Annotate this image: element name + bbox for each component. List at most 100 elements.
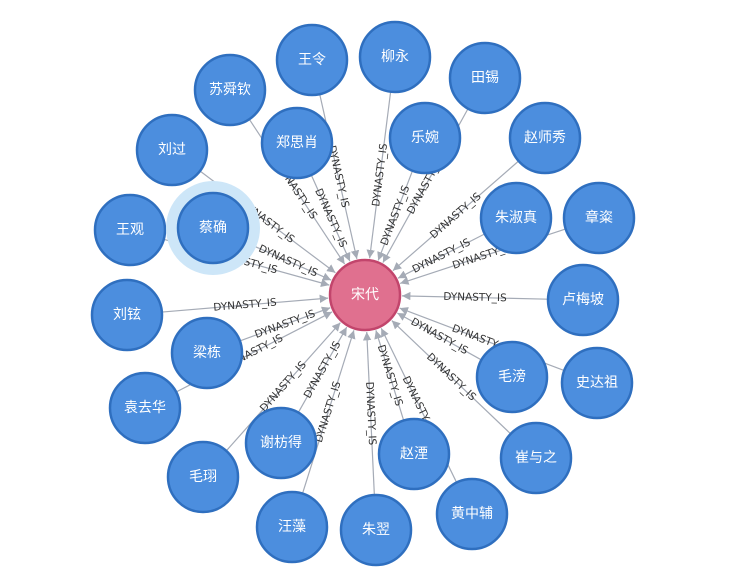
person-node-zhangjie[interactable]: 章粢 — [562, 181, 636, 255]
edge-line[interactable] — [301, 330, 356, 494]
node-label: 毛珝 — [189, 469, 217, 485]
node-label: 田锡 — [471, 70, 499, 86]
node-circle[interactable] — [255, 490, 329, 564]
node-circle[interactable] — [339, 493, 413, 567]
person-node-lumeipo[interactable]: 卢梅坡 — [546, 263, 620, 337]
node-label: 宋代 — [351, 287, 379, 303]
person-node-huangzhongfu[interactable]: 黄中辅 — [435, 477, 509, 551]
node-circle[interactable] — [448, 41, 522, 115]
node-circle[interactable] — [108, 371, 182, 445]
person-node-lewan[interactable]: 乐婉 — [388, 101, 462, 175]
node-circle[interactable] — [358, 20, 432, 94]
node-label: 崔与之 — [515, 450, 557, 466]
node-label: 刘过 — [158, 142, 186, 158]
node-circle[interactable] — [193, 53, 267, 127]
edge-label: DYNASTY_IS — [363, 382, 378, 446]
node-circle[interactable] — [166, 440, 240, 514]
edge-line[interactable] — [297, 326, 348, 413]
person-node-zhushuzhen[interactable]: 朱淑真 — [479, 181, 553, 255]
edge-zhuyi-to-song[interactable]: DYNASTY_IS — [362, 331, 378, 496]
edge-label: DYNASTY_IS — [443, 291, 507, 304]
node-label: 王观 — [116, 222, 144, 238]
edge-line[interactable] — [362, 331, 375, 496]
node-circle[interactable] — [90, 278, 164, 352]
edge-line[interactable] — [397, 233, 486, 279]
edge-line[interactable] — [391, 320, 512, 435]
person-node-zhaoshixiu[interactable]: 赵师秀 — [508, 101, 582, 175]
edge-line[interactable] — [374, 330, 405, 421]
edge-line[interactable] — [397, 312, 482, 361]
node-circle[interactable] — [170, 316, 244, 390]
node-circle[interactable] — [388, 101, 462, 175]
node-label: 汪藻 — [278, 519, 306, 535]
person-node-liuguo[interactable]: 刘过 — [135, 113, 209, 187]
node-circle[interactable] — [475, 340, 549, 414]
node-circle[interactable] — [260, 106, 334, 180]
edge-line[interactable] — [239, 306, 331, 342]
node-circle[interactable] — [479, 181, 553, 255]
node-label: 黄中辅 — [451, 505, 493, 522]
person-node-yuanquhua[interactable]: 袁去华 — [108, 371, 182, 445]
person-node-zhengsixiao[interactable]: 郑思肖 — [260, 106, 334, 180]
node-circle[interactable] — [435, 477, 509, 551]
node-label: 刘铉 — [113, 307, 141, 323]
edge-line[interactable] — [225, 322, 341, 452]
node-circle[interactable] — [508, 101, 582, 175]
node-label: 赵湮 — [400, 446, 428, 462]
edge-liuxuan-to-song[interactable]: DYNASTY_IS — [161, 294, 329, 314]
node-circle[interactable] — [244, 406, 318, 480]
person-node-xiefangde[interactable]: 谢枋得 — [244, 406, 318, 480]
node-label: 郑思肖 — [276, 135, 318, 151]
node-circle[interactable] — [499, 421, 573, 495]
edge-label: DYNASTY_IS — [370, 142, 390, 207]
person-node-cuiyuzhi[interactable]: 崔与之 — [499, 421, 573, 495]
edge-line[interactable] — [377, 170, 414, 261]
person-node-maoxu[interactable]: 毛珝 — [166, 440, 240, 514]
node-label: 王令 — [298, 52, 326, 68]
node-label: 毛滂 — [498, 368, 526, 385]
edge-line[interactable] — [161, 294, 329, 313]
person-node-sushunqin[interactable]: 苏舜钦 — [193, 53, 267, 127]
node-circle[interactable] — [176, 191, 250, 265]
node-label: 史达祖 — [576, 375, 618, 391]
person-node-liangdong[interactable]: 梁栋 — [170, 316, 244, 390]
node-label: 梁栋 — [193, 344, 221, 361]
node-label: 苏舜钦 — [209, 82, 251, 98]
person-node-zhaoyin[interactable]: 赵湮 — [377, 417, 451, 491]
node-label: 章粢 — [585, 209, 613, 226]
person-node-shidazu[interactable]: 史达祖 — [560, 346, 634, 420]
edge-line[interactable] — [392, 160, 520, 272]
node-circle[interactable] — [93, 193, 167, 267]
person-node-liuxuan[interactable]: 刘铉 — [90, 278, 164, 352]
edge-line[interactable] — [244, 241, 332, 281]
node-label: 袁去华 — [124, 400, 166, 416]
node-label: 谢枋得 — [260, 434, 302, 451]
edge-zhaoyin-to-song[interactable]: DYNASTY_IS — [374, 330, 405, 421]
person-node-zhuyi[interactable]: 朱翌 — [339, 493, 413, 567]
node-circle[interactable] — [377, 417, 451, 491]
person-node-wangling[interactable]: 王令 — [275, 23, 349, 97]
person-node-caique[interactable]: 蔡确 — [166, 181, 260, 275]
dynasty-node-song[interactable]: 宋代 — [328, 258, 402, 332]
node-circle[interactable] — [135, 113, 209, 187]
node-label: 乐婉 — [411, 130, 439, 146]
node-circle[interactable] — [562, 181, 636, 255]
person-node-wangguan[interactable]: 王观 — [93, 193, 167, 267]
node-circle[interactable] — [328, 258, 402, 332]
node-label: 朱淑真 — [495, 210, 537, 226]
edge-line[interactable] — [366, 91, 392, 259]
node-circle[interactable] — [546, 263, 620, 337]
person-node-tianxi[interactable]: 田锡 — [448, 41, 522, 115]
person-node-wangzao[interactable]: 汪藻 — [255, 490, 329, 564]
edge-line[interactable] — [401, 291, 549, 301]
person-node-liuyong[interactable]: 柳永 — [358, 20, 432, 94]
edge-lumeipo-to-song[interactable]: DYNASTY_IS — [401, 291, 549, 304]
node-label: 朱翌 — [362, 522, 390, 538]
node-label: 柳永 — [381, 48, 409, 65]
node-circle[interactable] — [275, 23, 349, 97]
person-node-maopang[interactable]: 毛滂 — [475, 340, 549, 414]
node-circle[interactable] — [560, 346, 634, 420]
edge-line[interactable] — [310, 174, 351, 262]
